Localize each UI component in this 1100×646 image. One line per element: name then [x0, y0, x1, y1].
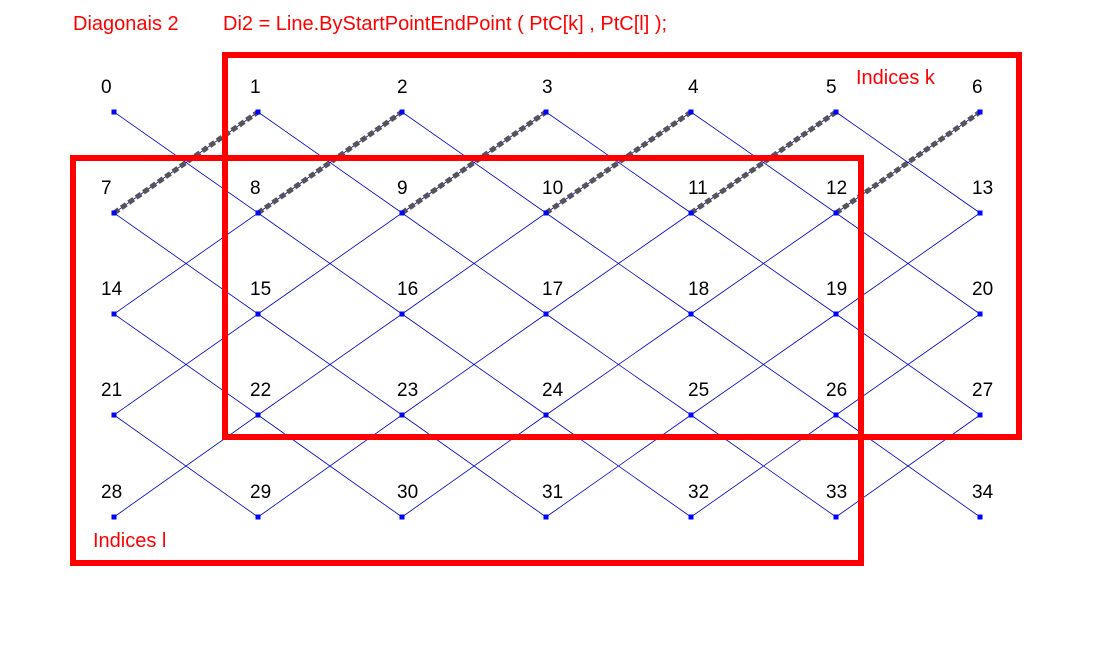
- point-label: 4: [688, 77, 699, 98]
- grid-point: [399, 109, 405, 115]
- grid-point: [977, 210, 983, 216]
- point-label: 21: [101, 380, 122, 401]
- grid-point: [688, 109, 694, 115]
- grid-point: [543, 514, 549, 520]
- grid-point: [543, 412, 549, 418]
- grid-point: [399, 412, 405, 418]
- grid-point: [977, 109, 983, 115]
- diagram-title: Diagonais 2: [73, 13, 179, 35]
- diagonal-line: [690, 414, 837, 518]
- point-label: 32: [688, 482, 709, 503]
- grid-point: [833, 109, 839, 115]
- grid-point: [255, 311, 261, 317]
- point-label: 19: [826, 279, 847, 300]
- point-label: 25: [688, 380, 709, 401]
- grid-point: [688, 210, 694, 216]
- diagonal-line: [113, 212, 259, 315]
- diagonal-line: [690, 313, 837, 416]
- point-label: 16: [397, 279, 418, 300]
- grid-point: [688, 311, 694, 317]
- point-label: 26: [826, 380, 847, 401]
- diagonal-line: [545, 414, 692, 518]
- point-label: 2: [397, 77, 408, 98]
- highlighted-diagonal: [400, 109, 548, 216]
- point-label: 8: [250, 178, 261, 199]
- grid-point: [688, 514, 694, 520]
- code-formula: Di2 = Line.ByStartPointEndPoint ( PtC[k]…: [223, 13, 668, 35]
- grid-point: [111, 514, 117, 520]
- point-label: 6: [972, 77, 983, 98]
- grid-point: [111, 109, 117, 115]
- point-label: 29: [250, 482, 271, 503]
- point-label: 33: [826, 482, 847, 503]
- grid-point: [255, 412, 261, 418]
- grid-point: [111, 311, 117, 317]
- point-label: 3: [542, 77, 553, 98]
- point-label: 11: [688, 178, 708, 199]
- grid-point: [543, 109, 549, 115]
- grid-point: [977, 412, 983, 418]
- point-label: 31: [542, 482, 563, 503]
- point-label: 24: [542, 380, 564, 401]
- grid-point: [255, 514, 261, 520]
- grid-point: [399, 514, 405, 520]
- point-label: 15: [250, 279, 271, 300]
- grid-point: [688, 412, 694, 418]
- grid-point: [977, 311, 983, 317]
- point-label: 10: [542, 178, 563, 199]
- grid-point: [255, 109, 261, 115]
- indices-l-box: [70, 155, 864, 566]
- grid-point: [399, 311, 405, 317]
- highlighted-diagonal: [256, 109, 404, 216]
- point-label: 0: [101, 77, 112, 98]
- point-label: 1: [250, 77, 261, 98]
- point-label: 28: [101, 482, 122, 503]
- diagonal-line: [113, 313, 259, 416]
- diagonal-line: [257, 212, 403, 315]
- point-label: 7: [101, 178, 112, 199]
- point-label: 5: [826, 77, 837, 98]
- point-label: 27: [972, 380, 993, 401]
- grid-point: [543, 311, 549, 317]
- highlighted-diagonal: [544, 109, 693, 216]
- highlighted-diagonal: [689, 109, 838, 216]
- grid-points: [111, 109, 983, 520]
- point-label: 17: [542, 279, 563, 300]
- point-label: 22: [250, 380, 271, 401]
- diagonal-line: [545, 212, 692, 315]
- grid-point: [111, 210, 117, 216]
- grid-point: [833, 311, 839, 317]
- grid-point: [543, 210, 549, 216]
- grid-point: [977, 514, 983, 520]
- diagonal-line: [401, 414, 547, 518]
- point-label: 13: [972, 178, 993, 199]
- point-label: 34: [972, 482, 994, 503]
- grid-point: [111, 412, 117, 418]
- grid-point: [399, 210, 405, 216]
- highlighted-diagonal: [112, 109, 260, 216]
- grid-point: [833, 210, 839, 216]
- point-label: 18: [688, 279, 709, 300]
- point-label: 23: [397, 380, 418, 401]
- diagonal-line: [690, 212, 837, 315]
- point-label: 14: [101, 279, 123, 300]
- grid-point: [255, 210, 261, 216]
- point-label: 12: [826, 178, 847, 199]
- diagonal-line: [545, 313, 692, 416]
- point-label: 20: [972, 279, 993, 300]
- indices-l-label: Indices l: [93, 530, 167, 552]
- diagonal-line: [257, 313, 403, 416]
- point-label: 30: [397, 482, 418, 503]
- indices-k-label: Indices k: [856, 67, 935, 89]
- diagonal-line: [257, 414, 403, 518]
- diagonal-line: [401, 313, 547, 416]
- diagonal-line: [401, 212, 547, 315]
- diagonal-line: [113, 414, 259, 518]
- indices-k-box: [222, 52, 1022, 440]
- grid-point: [833, 412, 839, 418]
- point-label: 9: [397, 178, 408, 199]
- grid-point: [833, 514, 839, 520]
